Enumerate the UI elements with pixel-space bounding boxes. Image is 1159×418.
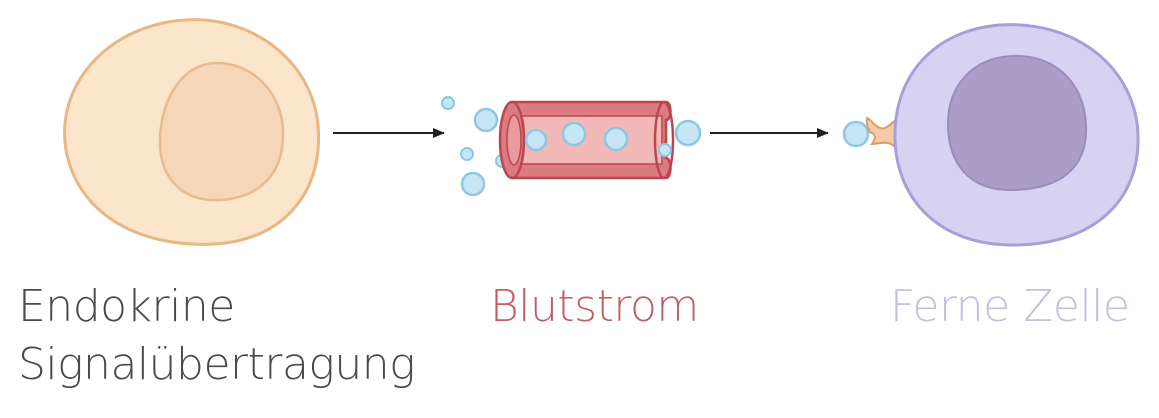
source-label-line1: Endokrine: [18, 281, 235, 332]
vessel-opening-right: [653, 100, 675, 180]
hormone-icon: [674, 119, 702, 147]
hormone-icon: [460, 147, 474, 161]
source-label-line2: Signalübertragung: [18, 339, 416, 390]
target-cell-nucleus: [946, 54, 1088, 192]
hormone-icon: [561, 121, 587, 147]
source-cell-nucleus: [158, 61, 285, 202]
hormone-icon: [460, 171, 486, 197]
hormone-icon: [473, 107, 499, 133]
blood-vessel-icon: [498, 100, 675, 180]
hormone-group-left: [441, 96, 509, 197]
hormone-icon: [658, 143, 672, 157]
hormone-icon: [524, 128, 548, 152]
hormone-group-right: [658, 119, 702, 157]
target-label: Ferne Zelle: [890, 281, 1130, 332]
secreting-cell-icon: [63, 18, 321, 246]
hormone-icon: [603, 126, 629, 152]
vessel-label: Blutstrom: [490, 281, 699, 332]
target-cell-icon: [893, 23, 1140, 247]
vessel-opening-left-inner: [506, 114, 522, 166]
hormone-icon: [441, 96, 455, 110]
source-label: Endokrine Signalübertragung: [18, 278, 416, 394]
hormone-icon: [842, 120, 870, 148]
